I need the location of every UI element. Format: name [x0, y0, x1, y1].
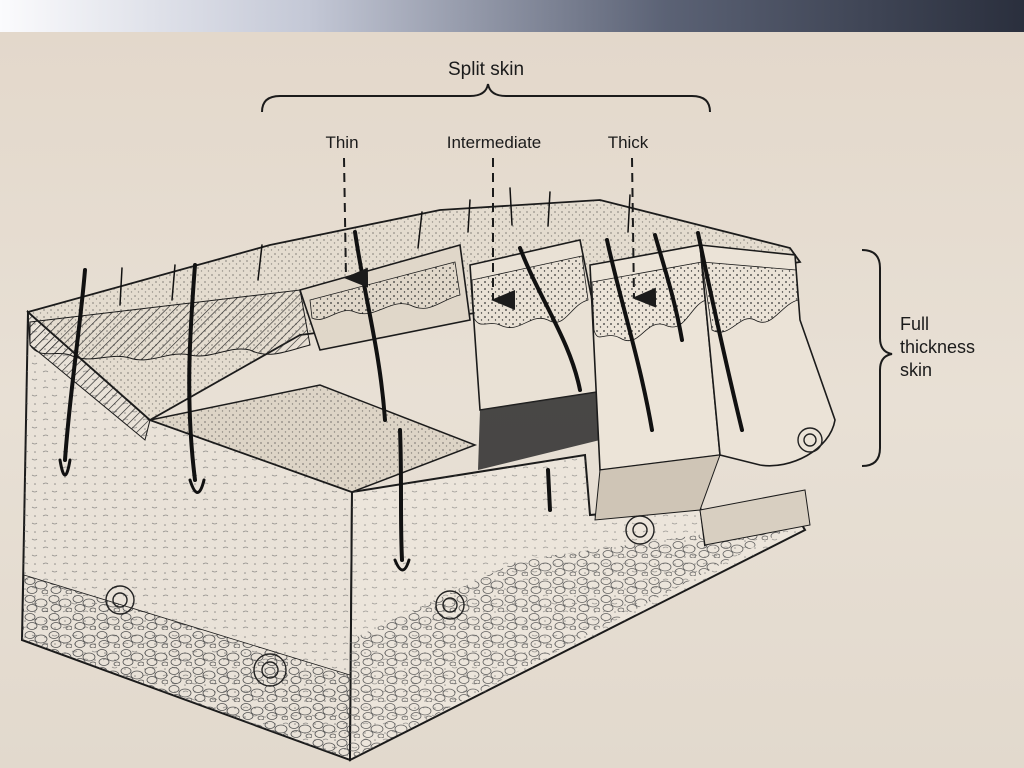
full-label-line3: skin	[900, 360, 932, 380]
thick-arrow	[631, 157, 657, 308]
skin-block	[20, 187, 836, 762]
full-label-line1: Full	[900, 314, 929, 334]
thin-label: Thin	[325, 133, 358, 152]
intermediate-label: Intermediate	[447, 133, 542, 152]
thick-label: Thick	[608, 133, 649, 152]
split-skin-label: Split skin	[448, 59, 524, 80]
hair-follicles	[58, 187, 744, 572]
full-thickness-brace	[861, 249, 893, 467]
sweat-glands	[105, 427, 823, 687]
full-label-line2: thickness	[900, 337, 975, 357]
fat-layer-front	[350, 520, 805, 760]
thin-arrow	[343, 157, 369, 288]
slide-title-bar	[0, 0, 1024, 32]
dermal-papillae-band	[29, 289, 311, 361]
split-skin-brace	[261, 83, 711, 113]
